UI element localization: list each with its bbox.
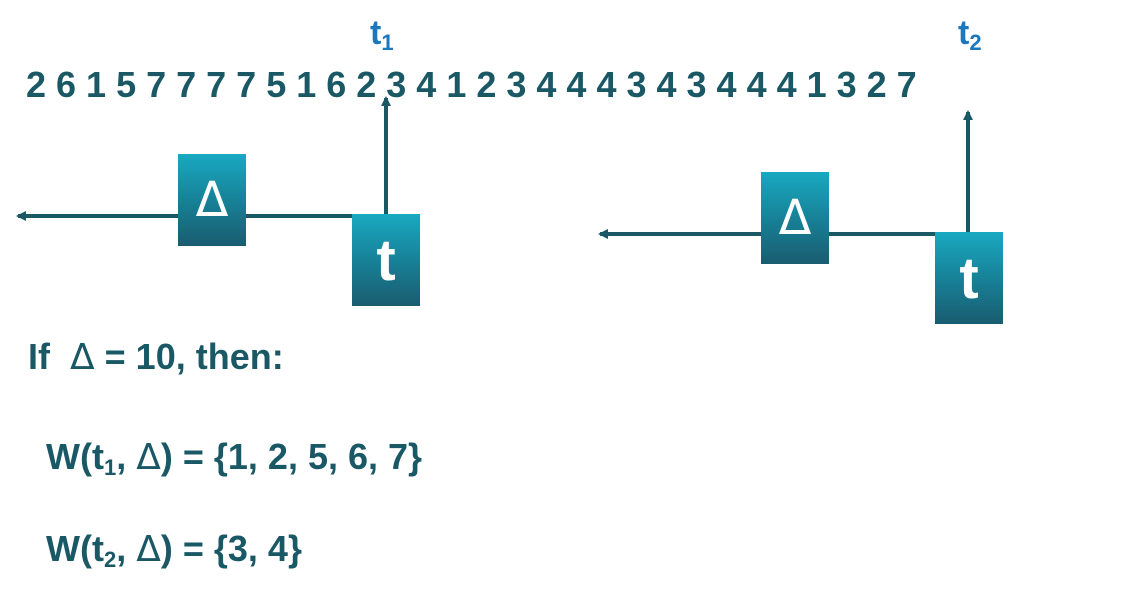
result2-subscript: 2: [103, 547, 117, 572]
result1-delta: Δ: [136, 437, 161, 478]
result2-prefix: W(t: [46, 528, 104, 569]
t2-label: t2: [958, 14, 982, 56]
result-line-1: W(t1, Δ) = {1, 2, 5, 6, 7}: [46, 436, 422, 481]
result1-mid: ,: [116, 436, 137, 477]
t1-label: t1: [370, 14, 394, 56]
t2-label-base: t: [958, 14, 970, 52]
t2-label-subscript: 2: [969, 30, 982, 55]
condition-rest: = 10, then:: [94, 336, 284, 377]
result1-prefix: W(t: [46, 436, 104, 477]
delta-box-2: Δ: [761, 172, 829, 264]
t1-label-base: t: [370, 14, 382, 52]
result-line-2: W(t2, Δ) = {3, 4}: [46, 528, 302, 573]
result1-subscript: 1: [103, 455, 117, 480]
result2-suffix: ) = {3, 4}: [160, 528, 302, 569]
condition-prefix: If: [28, 336, 50, 377]
t1-label-subscript: 1: [381, 30, 394, 55]
result1-suffix: ) = {1, 2, 5, 6, 7}: [160, 436, 423, 477]
result2-mid: ,: [116, 528, 137, 569]
t-box-2: t: [935, 232, 1003, 324]
result2-delta: Δ: [136, 529, 161, 570]
delta-box-1: Δ: [178, 154, 246, 246]
condition-delta: Δ: [70, 337, 95, 378]
condition-line: If Δ = 10, then:: [28, 336, 284, 378]
number-sequence: 2 6 1 5 7 7 7 7 5 1 6 2 3 4 1 2 3 4 4 4 …: [26, 64, 917, 105]
t-box-1: t: [352, 214, 420, 306]
